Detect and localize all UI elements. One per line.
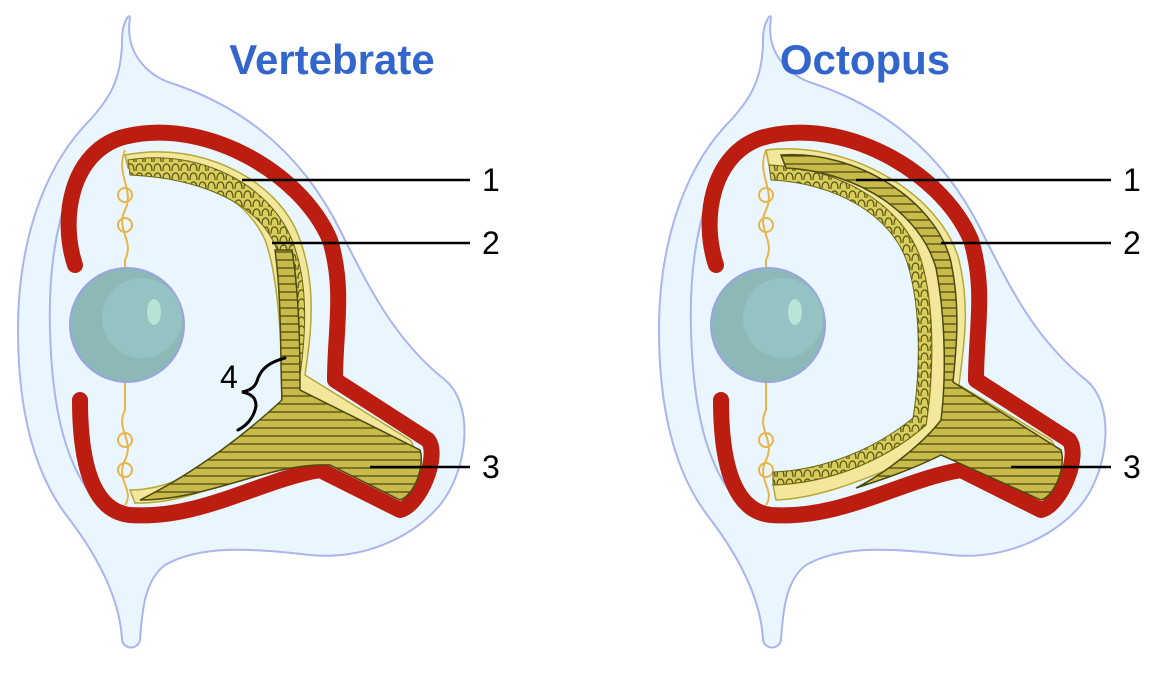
vertebrate-label-2: 2 (482, 225, 500, 261)
octopus-title: Octopus (780, 36, 950, 83)
octopus-label-3: 3 (1123, 449, 1141, 485)
vertebrate-title: Vertebrate (229, 36, 434, 83)
octopus-label-2: 2 (1123, 225, 1141, 261)
vertebrate-label-3: 3 (482, 449, 500, 485)
vertebrate-label-4: 4 (220, 359, 238, 395)
vertebrate-eye: Vertebrate 1 2 3 4 (17, 15, 500, 649)
octopus-label-1: 1 (1123, 162, 1141, 198)
vertebrate-label-1: 1 (482, 162, 500, 198)
octopus-eye: Octopus 1 2 3 (658, 15, 1141, 649)
